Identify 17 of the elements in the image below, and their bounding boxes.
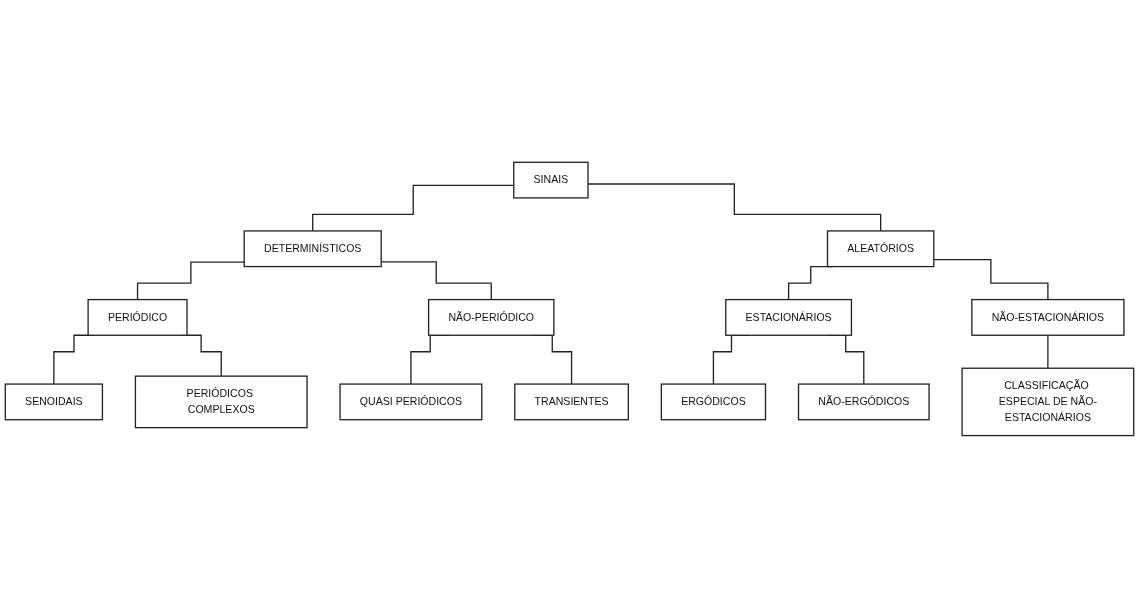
node-box: ERGÓDICOS [660, 383, 767, 421]
connector [136, 261, 245, 301]
node-box: NÃO-PERIÓDICO [427, 299, 555, 336]
node-box: CLASSIFICAÇÃO ESPECIAL DE NÃO-ESTACIONÁRIOS [961, 367, 1135, 437]
node-box: NÃO-ESTACIONÁRIOS [971, 299, 1125, 336]
node-box: ESTACIONÁRIOS [725, 299, 853, 336]
node-box: TRANSIENTES [514, 383, 629, 421]
node-box: SENOIDAIS [4, 383, 104, 421]
connector [1047, 334, 1049, 369]
node-box: NÃO-ERGÓDICOS [797, 383, 930, 421]
node-box: DETERMINÍSTICOS [243, 230, 382, 268]
node-box: PERIÓDICO [87, 299, 188, 336]
node-box: ALEATÓRIOS [826, 230, 935, 268]
node-box: PERIÓDICOS COMPLEXOS [134, 375, 308, 429]
node-box: QUASI PERIÓDICOS [339, 383, 483, 421]
node-box: SINAIS [513, 161, 589, 199]
connector [933, 259, 1049, 301]
